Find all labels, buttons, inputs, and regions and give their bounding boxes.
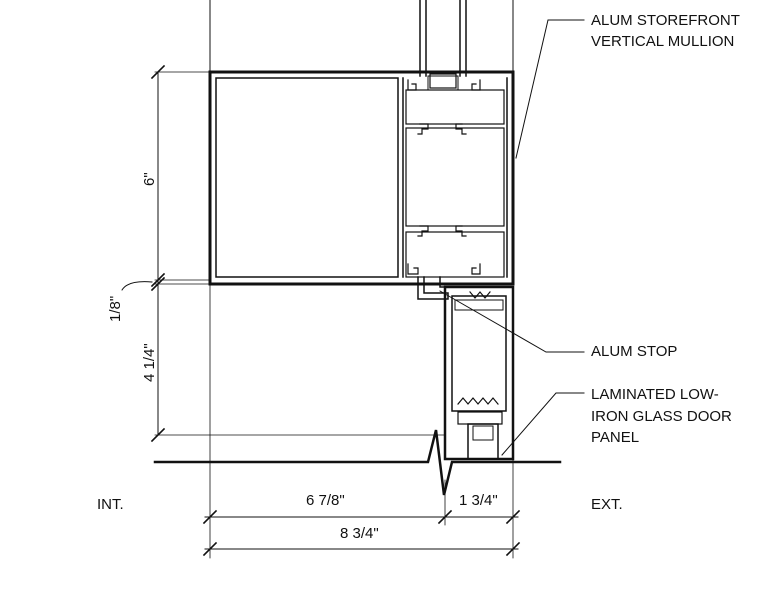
vertical-dimension-line [121,64,166,443]
dimension-width-right: 1 3/4" [459,492,498,509]
leader-lines [439,19,585,456]
label-exterior: EXT. [591,496,623,513]
dimension-gap: 1/8" [107,295,124,322]
dimension-width-total: 8 3/4" [340,525,379,542]
horizontal-dimension-lines [202,509,521,557]
callout-glass-line2: IRON GLASS DOOR [591,408,732,425]
callout-alum-stop: ALUM STOP [591,343,678,360]
dimension-height-lower: 4 1/4" [141,343,158,382]
label-interior: INT. [97,496,124,513]
glass-above-mullion [419,0,467,91]
mullion-profile [208,70,515,286]
callout-glass-line1: LAMINATED LOW- [591,386,719,403]
floor-line [153,429,562,496]
callout-glass-line3: PANEL [591,429,640,446]
callout-mullion-line2: VERTICAL MULLION [591,33,735,50]
dimension-height-top: 6" [141,172,158,186]
door-frame [443,285,515,461]
callout-mullion-line1: ALUM STOREFRONT [591,12,740,29]
dimension-width-left: 6 7/8" [306,492,345,509]
extension-lines [154,71,514,559]
